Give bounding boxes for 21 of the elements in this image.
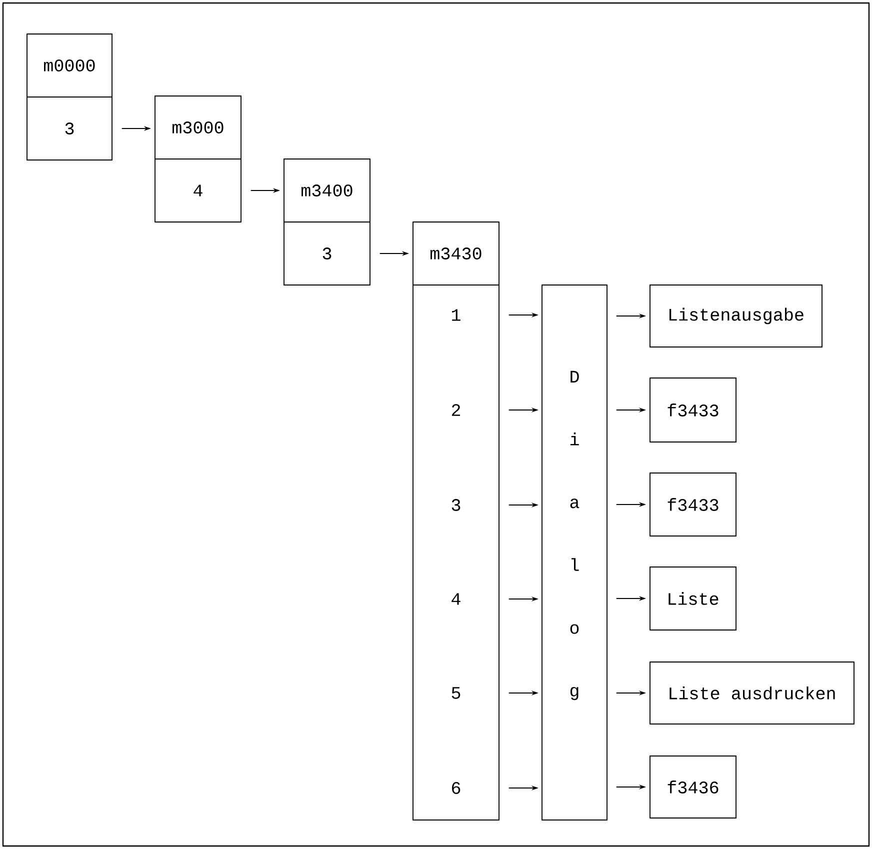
menu-header-cell: m3430 xyxy=(412,222,500,286)
menu-header-cell: m0000 xyxy=(26,34,112,98)
target-box: Liste xyxy=(650,566,736,630)
option-number: 2 xyxy=(452,404,460,416)
menu-header-cell: m3000 xyxy=(154,96,242,160)
menu-option-cell: 3 xyxy=(284,222,370,286)
option-number: 6 xyxy=(452,782,460,794)
option-number: 5 xyxy=(452,687,460,699)
target-box: f3433 xyxy=(650,472,736,536)
menu-option-cell: 3 xyxy=(26,96,112,160)
target-box: Liste ausdrucken xyxy=(650,662,854,724)
target-box: Listenausgabe xyxy=(650,284,822,348)
dialog-box: D i a l o g xyxy=(542,284,608,820)
target-box: f3433 xyxy=(650,378,736,442)
option-number: 1 xyxy=(452,309,460,321)
menu-header-cell: m3400 xyxy=(284,158,370,222)
option-number: 4 xyxy=(452,593,460,605)
target-box: f3436 xyxy=(650,756,736,818)
option-column xyxy=(412,284,500,820)
option-number: 3 xyxy=(452,499,460,511)
menu-option-cell: 4 xyxy=(154,158,242,222)
